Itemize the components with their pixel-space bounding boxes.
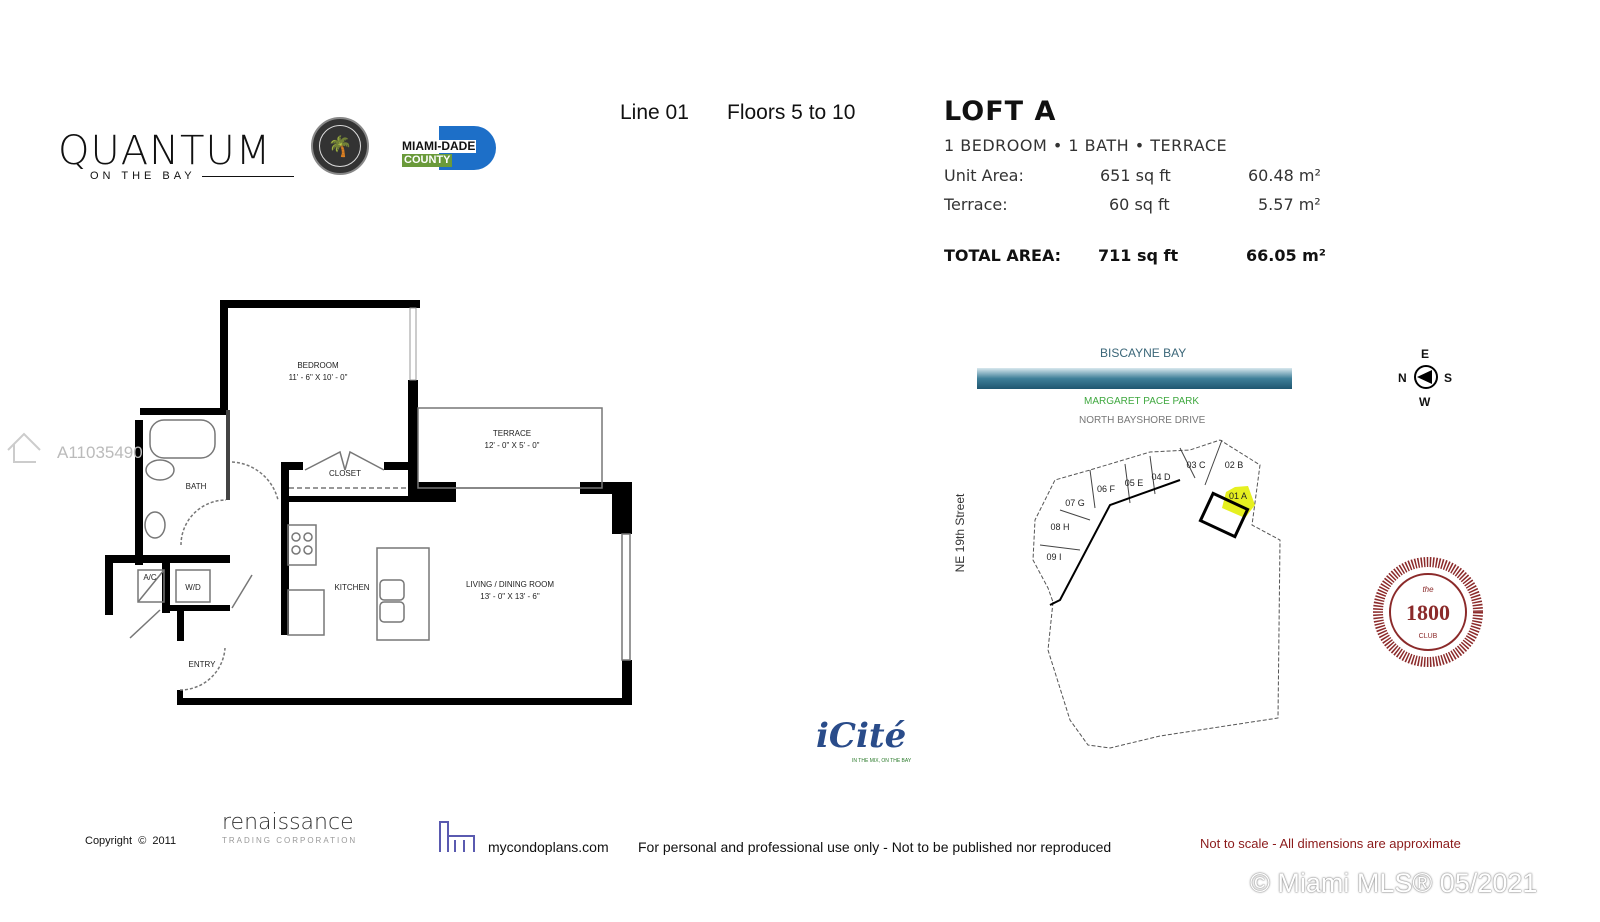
bedroom-label: BEDROOM [297,361,339,370]
unit-area-m2: 60.48 m² [1248,166,1321,185]
bath-label: BATH [186,482,207,491]
unit-spec: 1 BEDROOM • 1 BATH • TERRACE [944,136,1228,155]
1800-club-logo: the 1800 CLUB [1373,557,1483,667]
floor-plan [105,300,632,705]
street-label: NE 19th Street [953,493,967,573]
club-top: the [1422,585,1434,594]
unit-area-label: Unit Area: [944,166,1024,185]
compass-n: N [1398,371,1407,385]
compass-w: W [1419,395,1431,409]
company-sub: TRADING CORPORATION [222,836,358,845]
unit-label: 08 H [1050,522,1069,532]
club-bottom: CLUB [1419,633,1438,640]
unit-label: 07 G [1065,498,1085,508]
compass-icon [1414,365,1438,389]
scale-note: Not to scale - All dimensions are approx… [1200,836,1461,851]
club-number: 1800 [1406,600,1450,625]
terrace-label: Terrace: [944,195,1008,214]
city-seal: 🌴 [311,117,369,175]
living-dim: 13' - 0" X 13' - 6" [480,592,540,601]
total-label: TOTAL AREA: [944,246,1062,265]
closet-label: CLOSET [329,469,361,478]
unit-label: 03 C [1186,460,1206,470]
entry-label: ENTRY [189,660,217,669]
miami-dade-logo: MIAMI-DADE COUNTY [401,126,496,170]
ac-label: A/C [143,573,157,582]
renaissance-logo: renaissance TRADING CORPORATION [208,810,357,846]
unit-label: 06 F [1097,484,1116,494]
cite-logo: iCité IN THE MIX, ON THE BAY [816,716,911,765]
bedroom-dim: 11' - 6" X 10' - 0" [289,373,348,382]
site-link[interactable]: mycondoplans.com [488,839,609,855]
line-label: Line 01 [620,101,689,124]
park-label: MARGARET PACE PARK [1084,396,1200,407]
bay-label: BISCAYNE BAY [1100,346,1187,360]
site-plan [977,368,1292,749]
unit-label: 01 A [1229,491,1247,501]
kitchen-label: KITCHEN [334,583,369,592]
mycondoplans-icon [439,821,475,852]
company-name: renaissance [222,810,354,835]
drive-label: NORTH BAYSHORE DRIVE [1079,415,1206,426]
quantum-logo: QUANTUM ON THE BAY [58,128,294,182]
terrace-m2: 5.57 m² [1258,195,1321,214]
unit-label: 04 D [1151,472,1171,482]
county-top: MIAMI-DADE [401,139,477,153]
terrace-sqft: 60 sq ft [1109,195,1170,214]
living-label: LIVING / DINING ROOM [466,580,554,589]
bay-bar [977,368,1292,389]
mls-watermark-icon [7,432,41,463]
copyright: Copyright © 2011 [85,835,177,847]
cite-text: iCité [816,716,907,756]
unit-label: 05 E [1125,478,1144,488]
usage-notice: For personal and professional use only -… [638,839,1112,855]
wd-label: W/D [185,583,201,592]
mls-watermark: © Miami MLS® 05/2021 [1250,868,1538,898]
logo-sub: ON THE BAY [90,170,196,182]
compass-s: S [1444,371,1453,385]
floors-label: Floors 5 to 10 [727,101,856,124]
watermark-id: A11035490 [57,443,143,462]
total-sqft: 711 sq ft [1098,246,1179,265]
unit-label: 09 I [1046,552,1061,562]
unit-title: LOFT A [944,96,1057,127]
county-bottom: COUNTY [402,154,453,167]
compass-e: E [1421,347,1430,361]
total-m2: 66.05 m² [1246,246,1326,265]
logo-main: QUANTUM [58,128,272,174]
terrace-dim: 12' - 0" X 5' - 0" [485,441,540,450]
unit-label: 02 B [1225,460,1244,470]
terrace-room-label: TERRACE [493,429,531,438]
unit-area-sqft: 651 sq ft [1100,166,1171,185]
cite-sub: IN THE MIX, ON THE BAY [852,758,912,764]
